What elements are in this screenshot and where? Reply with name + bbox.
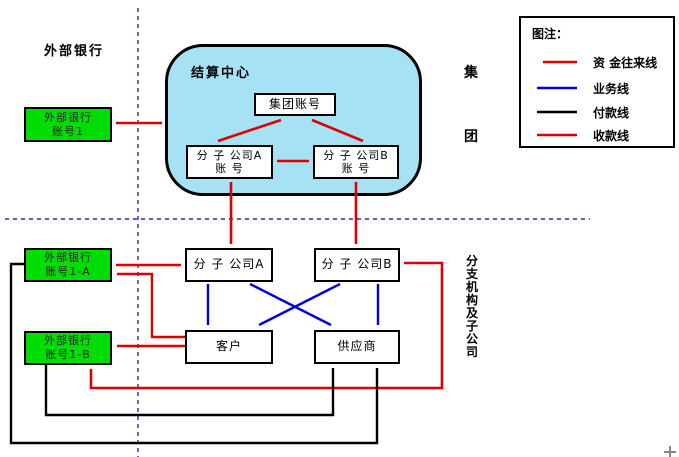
sub-company-a-label: 分 子 公司A	[193, 257, 265, 272]
funds-line-double-arrow-icon	[543, 60, 577, 64]
branch-char: 司	[465, 345, 478, 359]
legend-item-payment: 付款线	[533, 105, 630, 120]
external-account-1a-line1: 外部银行	[44, 251, 92, 265]
external-account-1a-box: 外部银行 账号1-A	[24, 248, 112, 282]
collection-line-arrow-icon	[537, 133, 577, 137]
group-section-label-char1: 集	[464, 65, 478, 81]
sub-company-a-account-box: 分 子 公司A 账 号	[186, 145, 273, 179]
sub-company-a-account-line1: 分 子 公司A	[196, 148, 263, 162]
sub-company-a-account-line2: 账 号	[215, 162, 244, 175]
sub-company-b-account-line2: 账 号	[341, 162, 371, 175]
legend-item-collection: 收款线	[533, 128, 630, 143]
business-line-subb-customer	[258, 282, 341, 327]
branch-char: 及	[465, 306, 478, 320]
legend-item-business: 业务线	[533, 81, 630, 96]
legend-label-collection: 收款线	[593, 128, 630, 143]
branch-char: 支	[465, 267, 478, 281]
external-account-1b-line2: 账号1-B	[45, 348, 91, 361]
sub-company-b-box: 分 子 公司B	[314, 248, 400, 282]
branch-char: 构	[465, 293, 478, 307]
branch-char: 公	[465, 332, 478, 346]
supplier-box: 供应商	[314, 330, 400, 364]
legend-item-funds: 资 金往来线	[533, 55, 658, 70]
legend-label-funds: 资 金往来线	[593, 55, 658, 70]
legend-label-business: 业务线	[593, 81, 630, 96]
sub-company-b-account-line1: 分 子 公司B	[323, 148, 389, 162]
collection-line-customer-ext1a	[117, 272, 185, 339]
customer-box: 客户	[185, 330, 273, 364]
branch-char: 子	[465, 319, 478, 333]
external-account-1b-box: 外部银行 账号1-B	[24, 331, 112, 365]
sub-company-a-box: 分 子 公司A	[185, 248, 273, 282]
branch-section-label: 分 支 机 构 及 子 公 司	[464, 255, 480, 359]
external-account-1-box: 外部银行 账号1	[24, 107, 112, 142]
legend-box: 图注： 资 金往来线 业务线 付款线 收款线	[519, 16, 675, 148]
payment-line-ext1b-supplier	[44, 365, 335, 417]
business-line-arrow-icon	[537, 86, 577, 90]
external-account-1b-line1: 外部银行	[44, 334, 92, 348]
branch-char: 分	[465, 254, 478, 268]
business-line-suba-supplier	[249, 282, 332, 327]
payment-line-arrow-icon	[537, 110, 577, 114]
group-account-box: 集团账号	[254, 93, 336, 116]
external-account-1-line1: 外部银行	[44, 110, 92, 124]
external-bank-section-label: 外部银行	[44, 44, 105, 59]
supplier-label: 供应商	[337, 339, 377, 354]
group-section-label-char2: 团	[464, 129, 478, 145]
external-account-1-line2: 账号1	[52, 124, 84, 138]
cursor-cross-mark	[664, 446, 676, 457]
external-account-1a-line2: 账号1-A	[45, 265, 91, 278]
group-account-label: 集团账号	[268, 96, 321, 111]
sub-company-b-account-box: 分 子 公司B 账 号	[313, 145, 399, 179]
settlement-center-title: 结算中心	[191, 66, 252, 81]
legend-title: 图注：	[532, 27, 569, 41]
legend-label-payment: 付款线	[593, 105, 630, 120]
sub-company-b-label: 分 子 公司B	[321, 257, 393, 272]
customer-label: 客户	[215, 339, 242, 354]
branch-char: 机	[465, 280, 478, 294]
